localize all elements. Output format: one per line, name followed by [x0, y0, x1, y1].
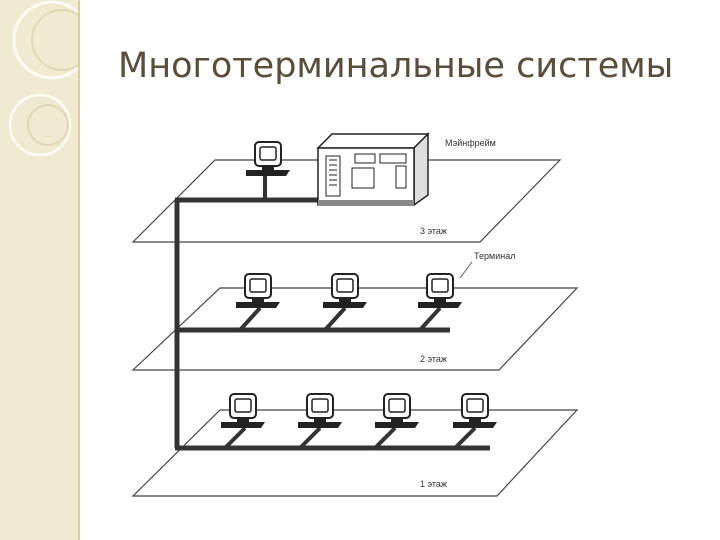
- multiterminal-diagram: Мэйнфрейм Терминал 3 этаж 2 этаж 1 этаж: [131, 132, 579, 497]
- floor-label-1: 1 этаж: [420, 479, 447, 489]
- floor-label-2: 2 этаж: [420, 354, 447, 364]
- mainframe-icon: [316, 132, 430, 207]
- slide-title: Многотерминальные системы: [118, 46, 674, 86]
- terminal-icon: [245, 141, 291, 177]
- decorative-circles: [8, 0, 78, 157]
- floor-plane-1: [131, 409, 579, 497]
- terminal-label-leader: [459, 261, 473, 279]
- mainframe-label: Мэйнфрейм: [445, 138, 496, 148]
- floor-label-3: 3 этаж: [420, 226, 447, 236]
- decorative-side-panel: [0, 0, 80, 540]
- terminal-label: Терминал: [474, 251, 515, 261]
